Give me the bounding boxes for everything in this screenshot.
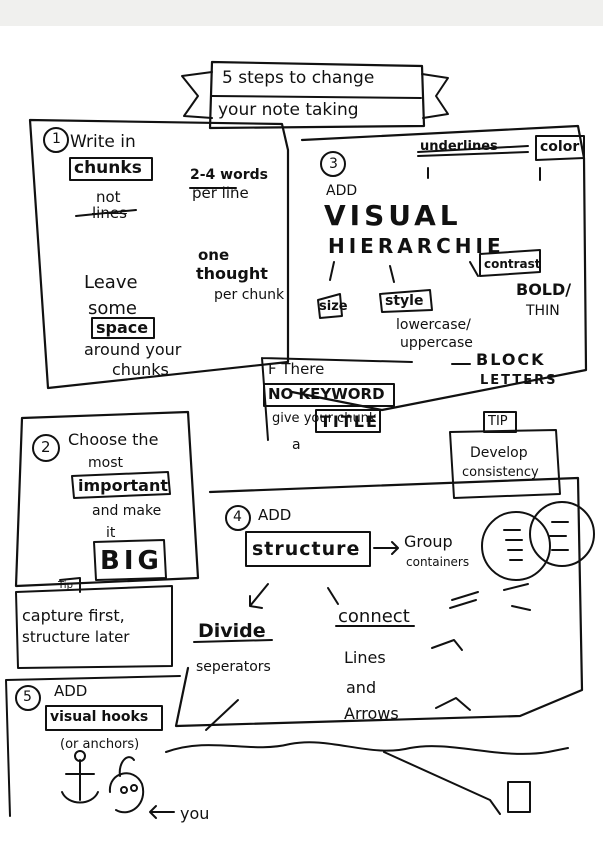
- step3-color: color: [540, 139, 580, 155]
- tip-label: TIP: [488, 414, 508, 429]
- step1-one: one: [198, 246, 230, 264]
- step4-and: and: [346, 678, 377, 697]
- step3-size: size: [319, 299, 348, 314]
- step3-underlines: underlines: [420, 139, 498, 154]
- step5-visual-hooks: visual hooks: [50, 709, 149, 725]
- step3-visual: VISUAL: [324, 199, 462, 232]
- step1-words-range: 2-4 words: [190, 167, 268, 183]
- step3-thin: THIN: [526, 303, 560, 319]
- step5-you: you: [180, 804, 210, 823]
- step4-group: Group: [404, 532, 453, 551]
- step4-box: [174, 476, 595, 731]
- step3-hierarchie: HIERARCHIE: [328, 234, 505, 258]
- step1-box: [28, 118, 290, 390]
- step1-some: some: [88, 298, 137, 319]
- step1-per-line: per line: [192, 184, 249, 202]
- step5-number: 5: [23, 689, 32, 705]
- step1-space: space: [96, 318, 149, 337]
- step4-divide: Divide: [198, 620, 266, 642]
- step2-big: BIG: [100, 546, 163, 576]
- step1-leave: Leave: [84, 272, 138, 293]
- step1-not: not: [96, 188, 121, 206]
- step3-style: style: [385, 293, 424, 309]
- step1-chunks-2: chunks: [112, 360, 169, 379]
- step2-number: 2: [41, 438, 51, 456]
- paper-top-shadow: [0, 0, 603, 26]
- step3-block: BLOCK: [476, 350, 546, 369]
- step4-containers: containers: [406, 555, 470, 569]
- step1-lines: lines: [92, 204, 127, 222]
- step3-number: 3: [329, 156, 338, 172]
- keyword-box: [261, 357, 413, 441]
- keyword-title: TITLE: [320, 412, 379, 431]
- step4-structure: structure: [252, 538, 361, 560]
- keyword-if-there: F There: [268, 360, 325, 378]
- title-line1: 5 steps to change: [222, 68, 375, 88]
- keyword-give-your-chunk: give your chunk: [272, 411, 377, 426]
- step1-per-chunk: per chunk: [214, 287, 285, 303]
- tip2-structure-later: structure later: [22, 628, 130, 646]
- tip2-box: [15, 577, 173, 669]
- step5-or-anchors: (or anchors): [60, 737, 140, 752]
- tip-consistency: consistency: [462, 465, 539, 480]
- step1-number: 1: [52, 131, 61, 147]
- step3-contrast: contrast: [484, 257, 541, 271]
- tip-develop: Develop: [470, 445, 528, 461]
- step4-connect: connect: [338, 606, 410, 627]
- step5-add: ADD: [54, 682, 88, 700]
- tip-box: [449, 411, 561, 499]
- step3-add: ADD: [326, 183, 358, 199]
- keyword-a: a: [292, 437, 301, 453]
- step2-box: [14, 410, 200, 588]
- step4-lines: Lines: [344, 648, 386, 667]
- step2-important: important: [78, 476, 168, 495]
- step4-number: 4: [233, 509, 242, 525]
- step4-add: ADD: [258, 506, 292, 524]
- step3-bold-thin: BOLD/: [516, 280, 572, 299]
- step1-around-your: around your: [84, 340, 182, 359]
- step3-letters: LETTERS: [480, 373, 558, 388]
- step2-most: most: [88, 455, 123, 471]
- title-line2: your note taking: [218, 100, 359, 120]
- step4-arrows: Arrows: [344, 704, 399, 723]
- step2-and-make: and make: [92, 503, 162, 519]
- step3-uppercase: uppercase: [400, 335, 473, 351]
- step2-it: it: [106, 525, 116, 541]
- title-ribbon: [181, 60, 449, 130]
- keyword-no-keyword: NO KEYWORD: [268, 385, 385, 403]
- step1-chunks: chunks: [74, 158, 142, 178]
- step1-thought: thought: [196, 264, 268, 283]
- tip2-label: Tip: [58, 580, 73, 591]
- step4-separators: seperators: [196, 659, 271, 675]
- step1-write-in: Write in: [70, 132, 136, 152]
- tip2-capture-first: capture first,: [22, 606, 125, 625]
- step2-choose-the: Choose the: [68, 430, 159, 449]
- step3-lowercase: lowercase/: [396, 317, 471, 333]
- step5-area: [5, 675, 569, 819]
